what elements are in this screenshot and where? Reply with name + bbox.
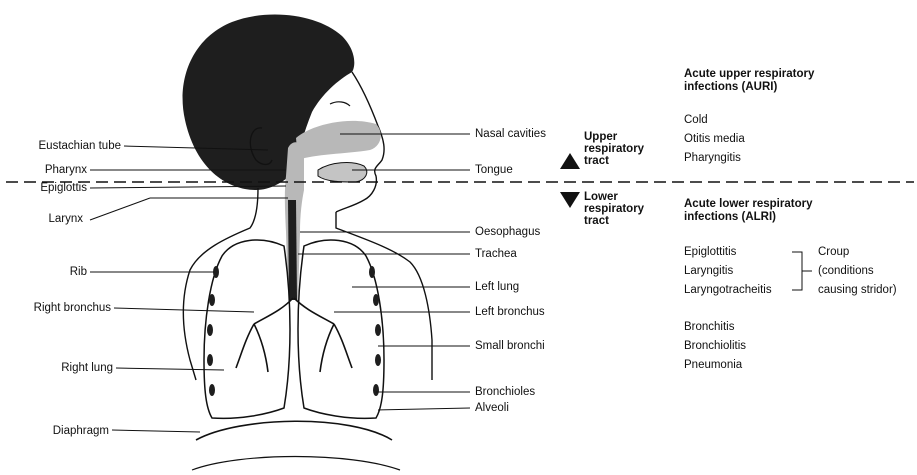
upper-tract-line: respiratory — [584, 143, 644, 155]
down-arrow-icon — [560, 192, 580, 208]
alri-heading: Acute lower respiratory infections (ALRI… — [684, 198, 812, 224]
alri-heading-line: Acute lower respiratory — [684, 198, 812, 211]
label-left-lung: Left lung — [475, 280, 519, 294]
label-trachea: Trachea — [475, 247, 517, 261]
label-left-bronchus: Left bronchus — [475, 305, 545, 319]
croup-note: Croup (conditions causing stridor) — [818, 243, 897, 300]
label-right-lung: Right lung — [61, 361, 113, 375]
croup-item: Laryngitis — [684, 262, 772, 281]
label-bronchioles: Bronchioles — [475, 385, 535, 399]
croup-conditions-list: Epiglottitis Laryngitis Laryngotracheiti… — [684, 243, 772, 300]
croup-note-line: (conditions — [818, 262, 897, 281]
croup-item: Epiglottitis — [684, 243, 772, 262]
label-oesophagus: Oesophagus — [475, 225, 540, 239]
label-right-bronchus: Right bronchus — [34, 301, 111, 315]
diaphragm-lower-shape — [192, 457, 400, 471]
upper-tract-line: Upper — [584, 131, 644, 143]
label-eustachian-tube: Eustachian tube — [39, 139, 121, 153]
auri-item: Cold — [684, 111, 745, 130]
label-small-bronchi: Small bronchi — [475, 339, 545, 353]
croup-note-line: Croup — [818, 243, 897, 262]
lower-tract-label: Lower respiratory tract — [584, 191, 644, 227]
label-nasal-cavities: Nasal cavities — [475, 127, 546, 141]
label-alveoli: Alveoli — [475, 401, 509, 415]
auri-list: Cold Otitis media Pharyngitis — [684, 111, 745, 168]
trachea-shape — [288, 200, 297, 300]
auri-heading: Acute upper respiratory infections (AURI… — [684, 68, 814, 94]
alri-heading-line: infections (ALRI) — [684, 211, 812, 224]
alri-item: Bronchitis — [684, 318, 746, 337]
nasal-cavity-shape — [296, 121, 381, 160]
croup-bracket — [792, 252, 812, 290]
lower-tract-line: respiratory — [584, 203, 644, 215]
label-epiglottis: Epiglottis — [40, 181, 87, 195]
label-larynx: Larynx — [48, 212, 83, 226]
lower-tract-line: Lower — [584, 191, 644, 203]
eye-shape — [330, 102, 350, 106]
croup-item: Laryngotracheitis — [684, 281, 772, 300]
alri-item: Bronchiolitis — [684, 337, 746, 356]
label-diaphragm: Diaphragm — [53, 424, 109, 438]
diaphragm-shape — [196, 421, 392, 440]
auri-item: Otitis media — [684, 130, 745, 149]
auri-heading-line: Acute upper respiratory — [684, 68, 814, 81]
alri-other-list: Bronchitis Bronchiolitis Pneumonia — [684, 318, 746, 375]
label-pharynx: Pharynx — [45, 163, 87, 177]
up-arrow-icon — [560, 153, 580, 169]
label-tongue: Tongue — [475, 163, 513, 177]
upper-tract-label: Upper respiratory tract — [584, 131, 644, 167]
tongue-shape — [318, 163, 367, 182]
alri-item: Pneumonia — [684, 356, 746, 375]
croup-note-line: causing stridor) — [818, 281, 897, 300]
label-rib: Rib — [70, 265, 87, 279]
auri-item: Pharyngitis — [684, 149, 745, 168]
lower-tract-line: tract — [584, 215, 644, 227]
auri-heading-line: infections (AURI) — [684, 81, 814, 94]
upper-tract-line: tract — [584, 155, 644, 167]
